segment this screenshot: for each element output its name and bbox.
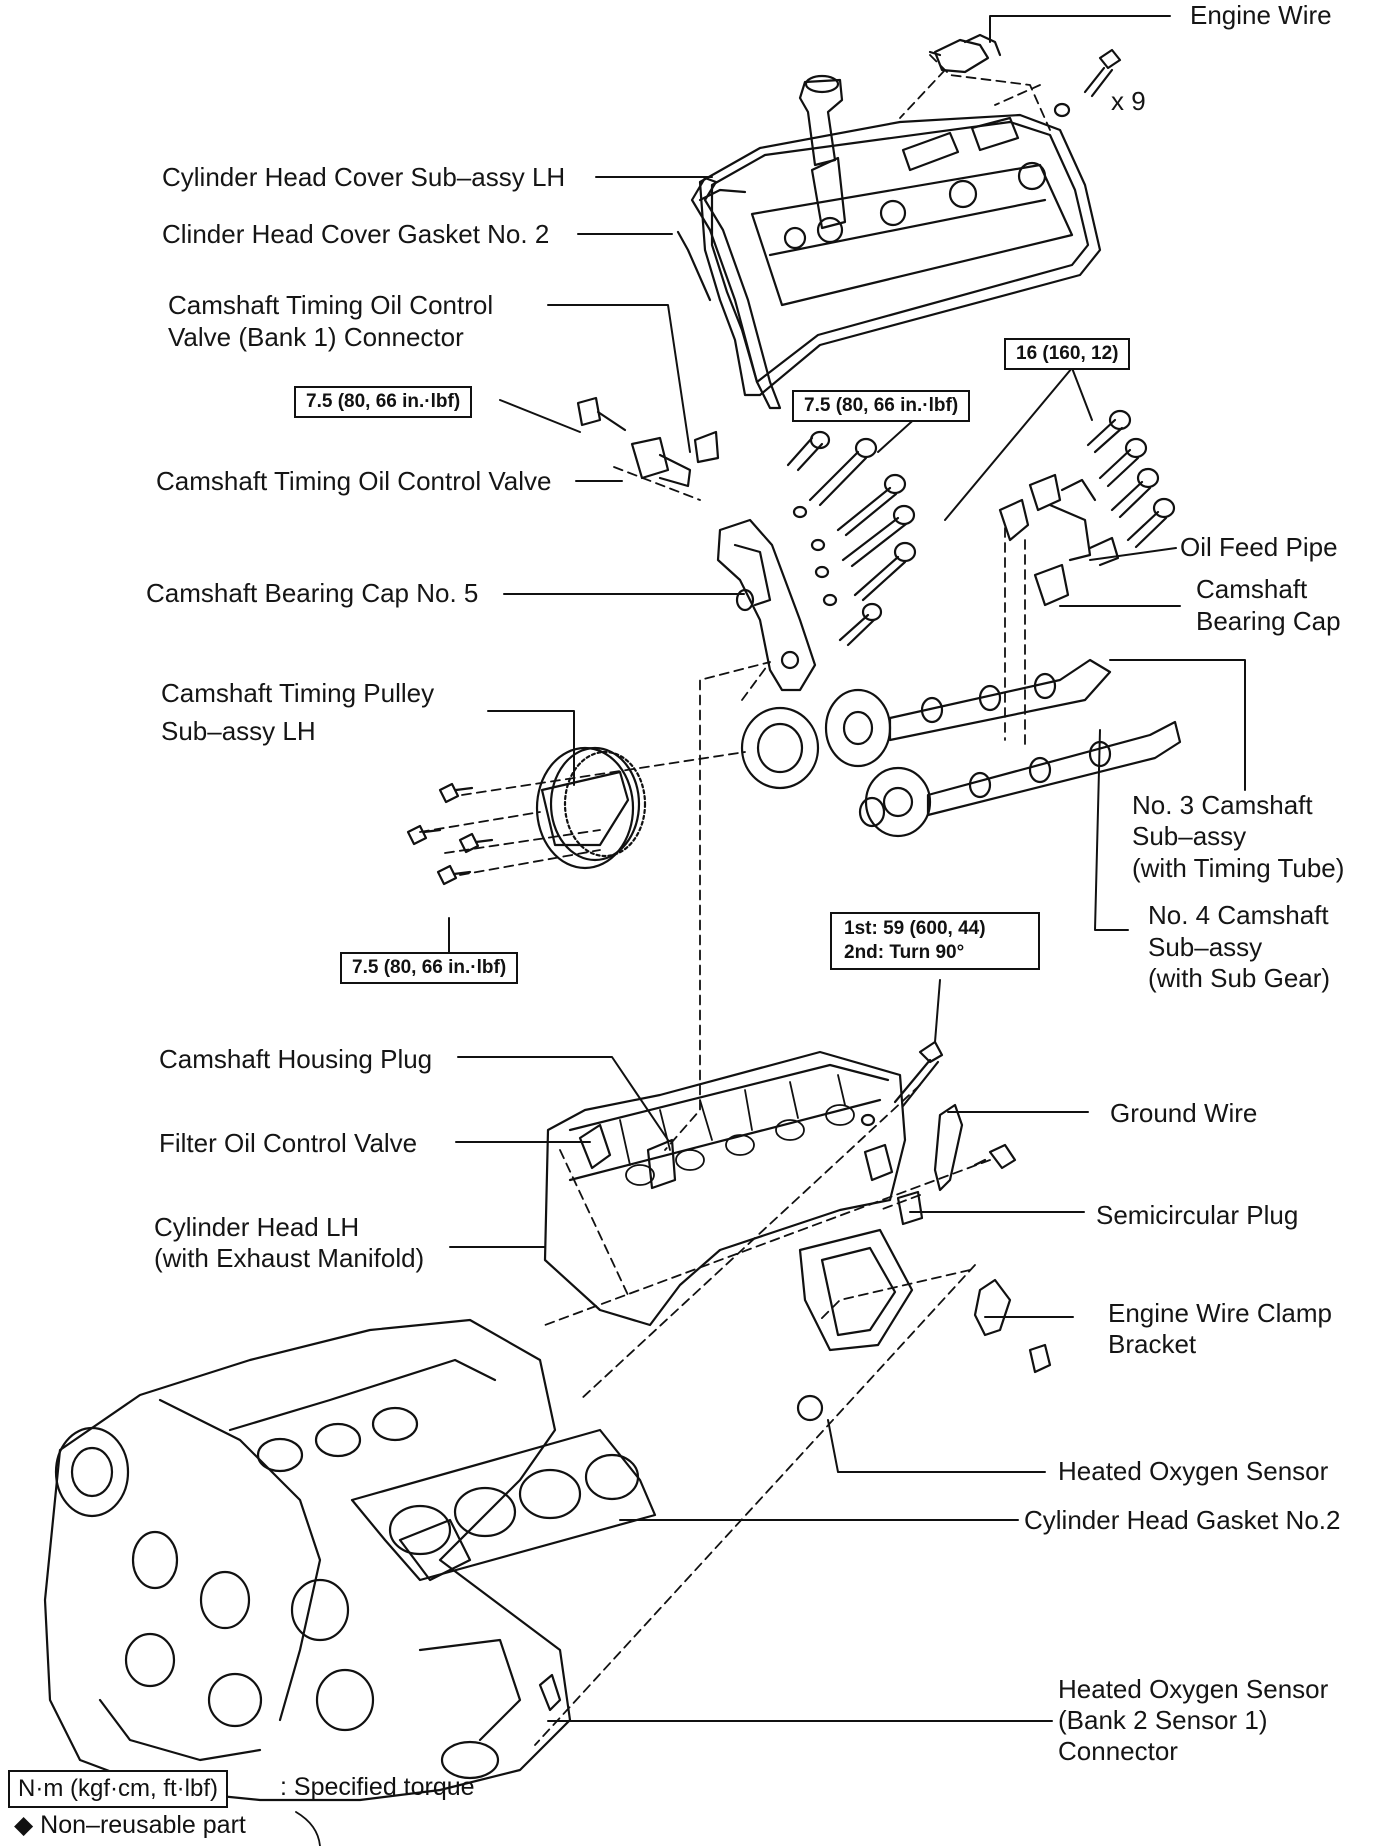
torque-head-bolt-step2: 2nd: Turn 90° [844, 942, 965, 963]
head-gasket-label: Cylinder Head Gasket No.2 [1024, 1505, 1341, 1535]
head-cover-drawing [698, 74, 1102, 397]
legend-bracket [295, 1811, 321, 1846]
cam4-label-line3: (with Sub Gear) [1148, 963, 1331, 993]
bearing-caps-drawing [998, 409, 1176, 607]
bearing-cap5-drawing [716, 518, 817, 692]
engine-wire-drawing [928, 33, 1002, 74]
ocv-connector-label-line2: Valve (Bank 1) Connector [168, 322, 464, 352]
cylinder-head-drawing [543, 1050, 914, 1422]
small-parts-drawing [538, 1040, 1052, 1712]
legend-non-reusable: ◆ Non–reusable part [14, 1811, 246, 1839]
cam3-label-line1: No. 3 Camshaft [1132, 790, 1313, 820]
engine-block-drawing [43, 1318, 572, 1802]
pulley-label-line2: Sub–assy LH [161, 716, 316, 746]
cam4-label-line2: Sub–assy [1148, 932, 1263, 962]
torque-head-bolt: 1st: 59 (600, 44) 2nd: Turn 90° [830, 912, 1040, 970]
oxygen-connector-label-line1: Heated Oxygen Sensor [1058, 1674, 1329, 1704]
head-cover-label: Cylinder Head Cover Sub–assy LH [162, 162, 566, 192]
housing-plug-label: Camshaft Housing Plug [159, 1044, 433, 1074]
torque-head-bolt-step1: 1st: 59 (600, 44) [844, 918, 986, 939]
filter-ocv-label: Filter Oil Control Valve [159, 1128, 418, 1158]
clamp-bracket-label-line2: Bracket [1108, 1329, 1197, 1359]
torque-pulley-bolts: 7.5 (80, 66 in.·lbf) [340, 952, 519, 984]
cylinder-head-label-line2: (with Exhaust Manifold) [154, 1243, 425, 1273]
ground-wire-label: Ground Wire [1110, 1098, 1258, 1128]
cover-gasket-drawing [676, 176, 782, 410]
oxygen-sensor-label: Heated Oxygen Sensor [1058, 1456, 1329, 1486]
torque-cap5-bolts: 7.5 (80, 66 in.·lbf) [792, 390, 971, 422]
torque-cap-bolts: 16 (160, 12) [1004, 338, 1131, 370]
timing-pulley-drawing [406, 746, 647, 886]
ocv-connector-label-line1: Camshaft Timing Oil Control [168, 290, 494, 320]
ocv-label: Camshaft Timing Oil Control Valve [156, 466, 552, 496]
bearing-cap5-label: Camshaft Bearing Cap No. 5 [146, 578, 479, 608]
head-gasket-drawing [350, 1428, 657, 1582]
cam3-label-line2: Sub–assy [1132, 821, 1247, 851]
clamp-bracket-label-line1: Engine Wire Clamp [1108, 1298, 1332, 1328]
cylinder-head-label-line1: Cylinder Head LH [154, 1212, 360, 1242]
engine-wire-label: Engine Wire [1190, 0, 1332, 30]
bearing-cap-label-line2: Bearing Cap [1196, 606, 1341, 636]
pulley-label-line1: Camshaft Timing Pulley [161, 678, 435, 708]
cover-gasket-label: Clinder Head Cover Gasket No. 2 [162, 219, 550, 249]
oil-feed-pipe-label: Oil Feed Pipe [1180, 532, 1338, 562]
ocv-drawing [576, 396, 720, 488]
legend-specified-torque: : Specified torque [280, 1773, 475, 1801]
oxygen-connector-label-line3: Connector [1058, 1736, 1178, 1766]
legend-torque-unit-box: N·m (kgf·cm, ft·lbf) [8, 1770, 228, 1808]
bearing-cap-label-line1: Camshaft [1196, 574, 1308, 604]
semicircular-plug-label: Semicircular Plug [1096, 1200, 1299, 1230]
oxygen-connector-label-line2: (Bank 2 Sensor 1) [1058, 1705, 1268, 1735]
bolt-count-label: x 9 [1111, 86, 1146, 116]
cam3-label-line3: (with Timing Tube) [1132, 853, 1345, 883]
torque-ocv-bolt: 7.5 (80, 66 in.·lbf) [294, 386, 473, 418]
cam4-label-line1: No. 4 Camshaft [1148, 900, 1329, 930]
cover-bolt-drawing [1053, 48, 1122, 118]
camshafts-drawing [740, 658, 1182, 838]
cap5-bolts-drawing [786, 430, 917, 647]
